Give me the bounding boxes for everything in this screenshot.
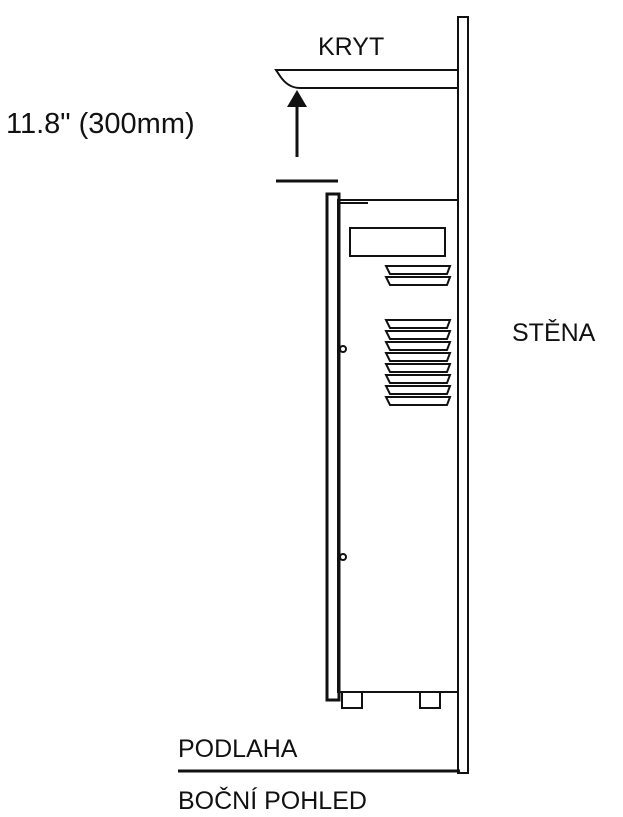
wall-label: STĚNA — [512, 319, 596, 347]
vent-slat — [384, 385, 452, 395]
heater-foot-front — [341, 691, 363, 709]
ventilation-louvers — [384, 265, 452, 406]
vent-slat — [384, 330, 452, 340]
vent-slat — [384, 352, 452, 362]
display-window — [349, 227, 446, 257]
front-panel-screw-upper — [339, 345, 347, 353]
vent-slat — [384, 319, 452, 329]
arrow-up-icon — [287, 90, 307, 107]
vent-slat — [384, 265, 452, 275]
cover-shelf — [274, 69, 458, 89]
vent-slat — [384, 374, 452, 384]
vent-slat — [384, 341, 452, 351]
cover-label: KRYT — [318, 33, 385, 61]
vent-slat — [384, 363, 452, 373]
clearance-dimension-label: 11.8" (300mm) — [6, 108, 195, 140]
floor-label: PODLAHA — [178, 735, 298, 763]
heater-foot-back — [419, 691, 441, 709]
heater-body — [337, 199, 459, 693]
vent-slat — [384, 396, 452, 406]
vent-slat — [384, 276, 452, 286]
wall — [457, 16, 469, 774]
view-title: BOČNÍ POHLED — [178, 787, 367, 815]
front-panel-screw-lower — [339, 553, 347, 561]
